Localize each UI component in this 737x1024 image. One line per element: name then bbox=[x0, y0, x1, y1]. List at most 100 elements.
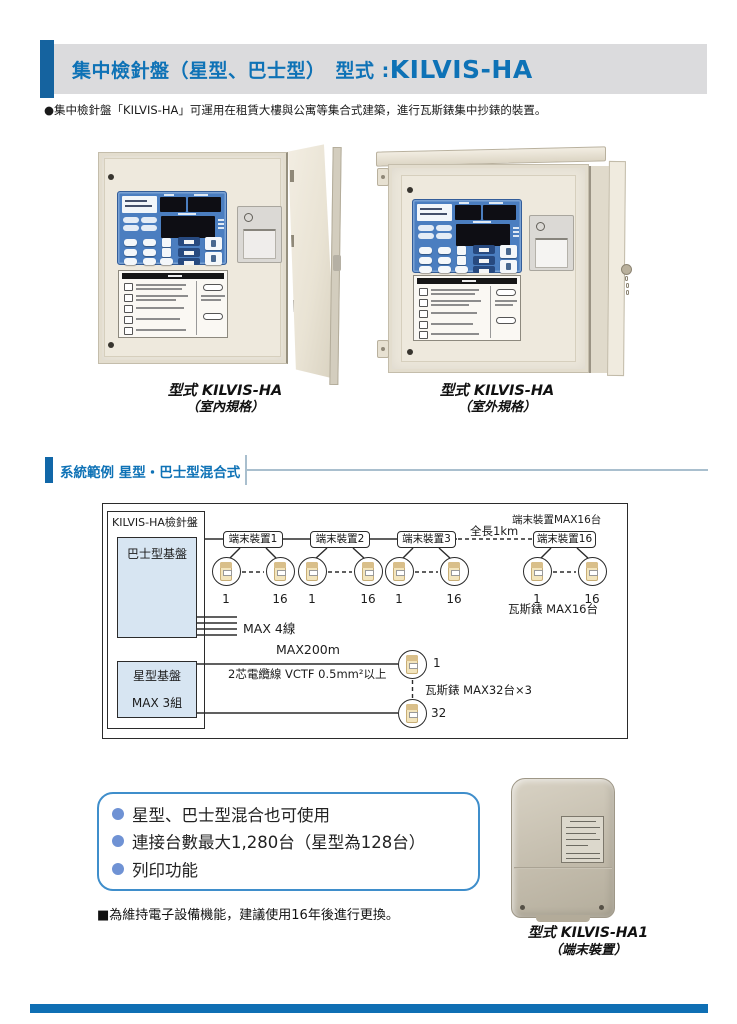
mounting-flange bbox=[377, 340, 389, 358]
label-divider bbox=[196, 281, 197, 335]
label-pictogram bbox=[124, 316, 133, 324]
panel-button bbox=[124, 258, 137, 265]
meter-number: 16 bbox=[272, 592, 288, 606]
star-meter-number: 32 bbox=[431, 706, 447, 720]
device-seam bbox=[514, 867, 612, 869]
display-window bbox=[483, 205, 516, 220]
label-text-line bbox=[136, 288, 182, 290]
label-text-line bbox=[136, 295, 188, 297]
sticker-line bbox=[570, 821, 596, 822]
printer-knob-icon bbox=[536, 222, 545, 231]
sticker-line bbox=[566, 853, 600, 854]
gas-meter-body bbox=[362, 561, 374, 581]
star-board-label: 星型基盤 bbox=[132, 669, 181, 683]
gas-meter-body bbox=[220, 561, 232, 581]
screw-icon bbox=[407, 187, 413, 193]
panel-button bbox=[438, 257, 451, 264]
panel-caption bbox=[218, 227, 224, 229]
label-pictogram bbox=[419, 299, 428, 307]
label-pictogram bbox=[124, 327, 133, 335]
lock-knob-icon bbox=[621, 264, 632, 275]
panel-button bbox=[124, 249, 137, 256]
label-header bbox=[122, 273, 224, 279]
main-display bbox=[456, 224, 510, 246]
panel-label-button bbox=[436, 233, 452, 239]
terminal-caption-spec: （端末裝置） bbox=[548, 943, 627, 958]
panel-caption bbox=[178, 213, 196, 215]
screw-icon bbox=[108, 342, 114, 348]
section-accent-bar bbox=[45, 457, 53, 483]
gas-meter-body bbox=[448, 561, 460, 581]
gas-meter-icon bbox=[398, 699, 427, 728]
device-foot bbox=[536, 915, 590, 922]
screw-icon bbox=[599, 905, 604, 910]
intro-text: ●集中檢針盤「KILVIS-HA」可運用在租賃大樓與公寓等集合式建築，進行瓦斯錶… bbox=[44, 103, 547, 117]
cabinet-door-inner bbox=[589, 166, 609, 373]
panel-label-button bbox=[418, 233, 434, 239]
header-accent-bar bbox=[40, 40, 54, 98]
gas-meter-body bbox=[274, 561, 286, 581]
label-text-line bbox=[431, 333, 479, 335]
gas-meter-icon bbox=[578, 557, 607, 586]
label-pictogram bbox=[124, 294, 133, 302]
screw-icon bbox=[108, 174, 114, 180]
gas-meter-icon bbox=[398, 650, 427, 679]
terminal-device-photo bbox=[511, 778, 615, 918]
maintenance-note: ■為維持電子設備機能，建議使用16年後進行更換。 bbox=[97, 908, 399, 923]
instruction-label bbox=[118, 270, 228, 338]
panel-caption bbox=[459, 202, 469, 204]
hinge-icon bbox=[290, 170, 295, 182]
bullet-icon bbox=[112, 835, 124, 847]
gas-meter-body bbox=[406, 654, 418, 674]
gas-meter-body bbox=[586, 561, 598, 581]
display-window bbox=[455, 205, 481, 220]
panel-button bbox=[438, 266, 451, 273]
display-window bbox=[188, 197, 221, 212]
panel-switch bbox=[473, 266, 495, 273]
bus-meters-max-label: 瓦斯錶 MAX16台 bbox=[508, 602, 598, 616]
feature-text: 列印功能 bbox=[132, 861, 198, 880]
panel-button bbox=[143, 249, 156, 256]
panel-caption bbox=[164, 194, 174, 196]
chain-link-icon bbox=[626, 290, 629, 295]
meter-number: 16 bbox=[446, 592, 462, 606]
gas-meter-body bbox=[406, 703, 418, 723]
mounting-flange bbox=[377, 168, 389, 186]
meter-number: 1 bbox=[533, 592, 541, 606]
gas-meter-icon bbox=[354, 557, 383, 586]
panel-caption bbox=[489, 202, 503, 204]
label-text-line bbox=[431, 312, 477, 314]
terminal-box-1: 端末裝置1 bbox=[223, 531, 283, 548]
diagram-panel-box bbox=[107, 511, 205, 729]
label-pictogram bbox=[419, 310, 428, 318]
gas-meter-icon bbox=[266, 557, 295, 586]
label-callout-box bbox=[496, 289, 516, 296]
feature-item: 星型、巴士型混合也可使用 bbox=[112, 802, 330, 826]
gas-meter-body bbox=[531, 561, 543, 581]
gas-meter-body bbox=[306, 561, 318, 581]
feature-item: 連接台數最大1,280台（星型為128台） bbox=[112, 829, 425, 853]
panel-label-button bbox=[436, 225, 452, 231]
panel-button bbox=[162, 238, 171, 247]
panel-button bbox=[160, 258, 173, 265]
chain-link-icon bbox=[626, 283, 629, 288]
cable-spec-label: 2芯電纜線 VCTF 0.5mm²以上 bbox=[228, 667, 387, 681]
panel-switch bbox=[178, 237, 200, 246]
sticker-line bbox=[566, 839, 600, 840]
page-title-model: KILVIS-HA bbox=[389, 54, 533, 84]
star-board-max-label: MAX 3組 bbox=[131, 696, 183, 710]
label-text-line bbox=[136, 307, 184, 309]
meter-number: 1 bbox=[308, 592, 316, 606]
panel-button bbox=[143, 258, 156, 265]
panel-caption bbox=[218, 219, 224, 221]
device-label-sticker bbox=[561, 816, 604, 863]
panel-caption bbox=[218, 223, 224, 225]
label-divider bbox=[490, 286, 491, 338]
terminal-max-label: 端末裝置MAX16台 bbox=[512, 514, 602, 526]
panel-label-button bbox=[123, 225, 139, 231]
label-text-line bbox=[495, 300, 517, 302]
panel-switch bbox=[178, 258, 200, 265]
panel-caption bbox=[513, 235, 519, 237]
gas-meter-body bbox=[393, 561, 405, 581]
